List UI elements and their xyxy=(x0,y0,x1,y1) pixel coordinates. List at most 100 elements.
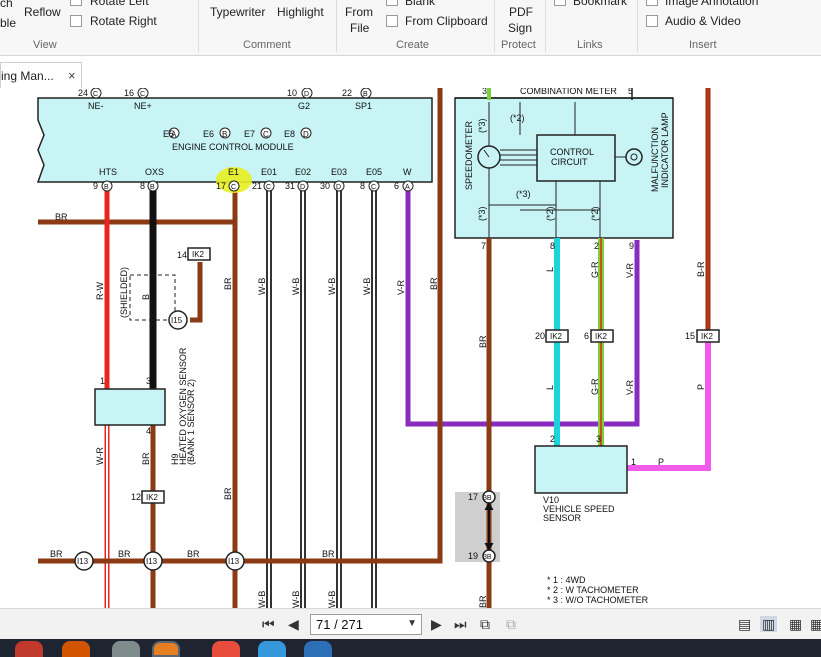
svg-text:(*3): (*3) xyxy=(477,206,487,221)
taskbar-app-icon[interactable] xyxy=(15,641,43,657)
typewriter-button[interactable]: Typewriter xyxy=(210,5,266,19)
svg-text:3B: 3B xyxy=(483,554,492,561)
audio-video-icon xyxy=(646,15,658,27)
wiring-diagram: COMBINATION METER ENGINE CONTROL MODULE … xyxy=(36,88,720,608)
single-page-view-icon[interactable]: ▤ xyxy=(738,616,752,632)
continuous-facing-view-icon[interactable]: ▦ xyxy=(810,616,821,632)
svg-text:22: 22 xyxy=(342,88,352,98)
svg-text:19: 19 xyxy=(468,551,478,561)
rotate-right-button[interactable]: Rotate Right xyxy=(90,14,157,28)
svg-text:(*2): (*2) xyxy=(510,113,525,123)
pin-label-g2: G2 xyxy=(298,101,310,111)
h9-sensor-box xyxy=(94,388,166,426)
meter-internal-lines xyxy=(489,181,601,240)
svg-text:B: B xyxy=(150,184,155,191)
from-clipboard-button[interactable]: From Clipboard xyxy=(405,14,488,28)
svg-text:B: B xyxy=(141,294,151,300)
continuous-view-icon[interactable]: ▥ xyxy=(760,616,778,632)
next-view-icon[interactable]: ⧉ xyxy=(506,616,516,632)
rotate-left-icon xyxy=(70,0,82,6)
pdf-sign-button-line1[interactable]: PDF xyxy=(509,5,533,19)
highlight-button[interactable]: Highlight xyxy=(277,5,324,19)
image-annotation-button[interactable]: Image Annotation xyxy=(665,0,759,8)
ribbon-toolbar: ch ble Reflow Rotate Left Rotate Right V… xyxy=(0,0,821,56)
malfunction-lamp-inner-icon xyxy=(630,153,638,161)
taskbar-app-icon[interactable] xyxy=(258,641,286,657)
clipboard-icon xyxy=(386,15,398,27)
rotate-right-icon xyxy=(70,15,82,27)
svg-text:6: 6 xyxy=(584,331,589,341)
previous-page-icon[interactable]: ◀ xyxy=(288,616,299,632)
taskbar-app-icon[interactable] xyxy=(62,641,90,657)
os-taskbar xyxy=(0,639,821,657)
ribbon-divider xyxy=(198,0,199,52)
svg-text:A: A xyxy=(171,130,177,139)
e1-highlight-mark xyxy=(216,167,252,193)
meter-internal-lines xyxy=(500,149,537,166)
svg-text:IK2: IK2 xyxy=(595,332,608,341)
rotate-left-button[interactable]: Rotate Left xyxy=(90,0,149,8)
pin-label-sp1: SP1 xyxy=(355,101,372,111)
audio-video-button[interactable]: Audio & Video xyxy=(665,14,741,28)
note-line-3: * 3 : W/O TACHOMETER xyxy=(547,595,649,605)
svg-text:BR: BR xyxy=(478,595,488,608)
ribbon-divider xyxy=(637,0,638,52)
group-label-view: View xyxy=(33,39,57,51)
svg-text:D: D xyxy=(303,130,309,139)
svg-text:W-B: W-B xyxy=(327,591,337,608)
taskbar-app-icon[interactable] xyxy=(112,641,140,657)
svg-text:5: 5 xyxy=(628,88,633,96)
svg-text:IK2: IK2 xyxy=(146,493,159,502)
v10-name: VEHICLE SPEED xyxy=(543,504,615,514)
first-page-icon[interactable]: ⏮ xyxy=(262,616,275,632)
svg-text:BR: BR xyxy=(429,277,439,290)
chevron-down-icon[interactable]: ▼ xyxy=(407,618,417,629)
svg-text:17: 17 xyxy=(216,181,226,191)
taskbar-app-icon[interactable] xyxy=(152,641,180,657)
svg-text:A: A xyxy=(405,184,410,191)
i15-connector-label: I15 xyxy=(171,316,183,325)
svg-text:21: 21 xyxy=(252,181,262,191)
pin-label-oxs: OXS xyxy=(145,167,164,177)
svg-text:8: 8 xyxy=(360,181,365,191)
taskbar-app-icon[interactable] xyxy=(304,641,332,657)
pin-label-ne-minus: NE- xyxy=(88,101,104,111)
svg-text:SENSOR: SENSOR xyxy=(543,513,582,523)
svg-text:W-B: W-B xyxy=(362,278,372,295)
svg-text:L: L xyxy=(545,267,555,272)
bookmark-button[interactable]: Bookmark xyxy=(573,0,628,8)
svg-text:W-B: W-B xyxy=(327,278,337,295)
svg-text:20: 20 xyxy=(535,331,545,341)
svg-text:31: 31 xyxy=(285,181,295,191)
svg-text:C: C xyxy=(140,91,145,98)
splice-points xyxy=(74,310,245,571)
svg-text:C: C xyxy=(371,184,376,191)
svg-text:(*3): (*3) xyxy=(477,118,487,133)
facing-view-icon[interactable]: ▦ xyxy=(789,616,803,632)
document-tab[interactable]: ing Man... × xyxy=(0,62,82,88)
document-view[interactable]: COMBINATION METER ENGINE CONTROL MODULE … xyxy=(0,88,821,608)
i13-connector-label: I13 xyxy=(77,557,89,566)
last-page-icon[interactable]: ⏭ xyxy=(454,616,467,632)
reflow-button[interactable]: Reflow xyxy=(24,5,61,19)
svg-text:B-R: B-R xyxy=(696,261,706,277)
page-number-input[interactable]: 71 / 271 ▼ xyxy=(310,614,422,635)
svg-text:1: 1 xyxy=(631,457,636,467)
svg-text:BR: BR xyxy=(478,335,488,348)
wire-p xyxy=(627,340,711,471)
page-navigation-bar: ⏮ ◀ 71 / 271 ▼ ▶ ⏭ ⧉ ⧉ ▤ ▥ ▦ ▦ xyxy=(0,608,821,639)
next-page-icon[interactable]: ▶ xyxy=(431,616,442,632)
svg-text:9: 9 xyxy=(629,241,634,251)
from-file-button-line1[interactable]: From xyxy=(345,5,373,19)
from-file-button-line2[interactable]: File xyxy=(350,21,370,35)
v10-sensor-box xyxy=(534,445,628,494)
close-icon[interactable]: × xyxy=(68,68,76,83)
previous-view-icon[interactable]: ⧉ xyxy=(480,616,490,632)
svg-text:B: B xyxy=(104,184,109,191)
pdf-sign-button-line2[interactable]: Sign xyxy=(508,21,533,35)
shield-outline xyxy=(129,274,176,321)
ribbon-divider xyxy=(336,0,337,52)
speedometer-label: SPEEDOMETER xyxy=(464,120,474,190)
taskbar-app-icon[interactable] xyxy=(212,641,240,657)
blank-button[interactable]: Blank xyxy=(405,0,436,8)
